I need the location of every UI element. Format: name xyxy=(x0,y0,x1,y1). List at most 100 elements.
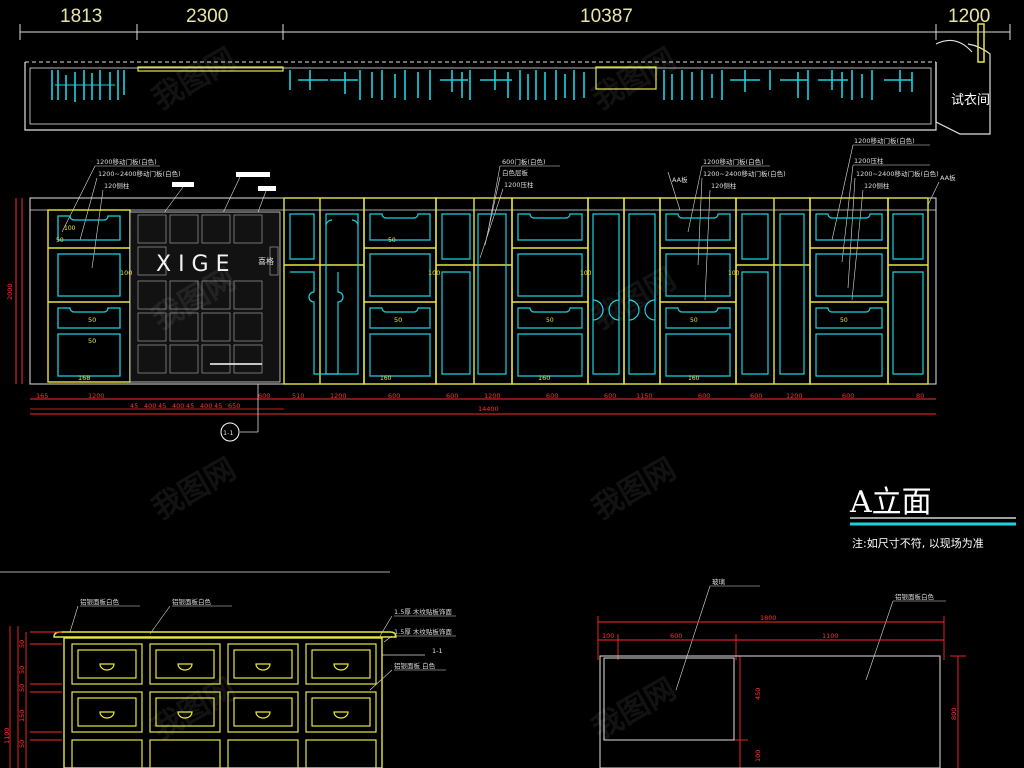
svg-text:100: 100 xyxy=(728,270,740,277)
logo-subtext: 喜格 xyxy=(258,256,274,266)
inner-dim-6: 100 xyxy=(428,269,440,277)
svg-text:50: 50 xyxy=(388,237,396,244)
bottom-dim-label: 45 xyxy=(130,402,138,410)
top-dim-1: 1813 xyxy=(60,6,102,27)
cabinet-label-5: 铝银面板 白色 xyxy=(394,661,436,670)
bottom-dim-label: 1200 xyxy=(330,392,347,400)
cab-dim-6: 50 xyxy=(18,740,26,748)
inner-dim-4: 168 xyxy=(78,374,90,382)
right-dim-2: 600 xyxy=(670,632,682,640)
inner-dim-2: 50 xyxy=(88,316,96,324)
right-total-dim: 1800 xyxy=(760,614,777,622)
cabinet-elevation: 铝银面板白色 铝银面板白色 1.5厚 木纹贴板饰面 1.5厚 木纹贴板饰面 铝银… xyxy=(3,597,456,768)
top-dim-2: 2300 xyxy=(186,6,228,27)
logo-panel: XIGE 喜格 xyxy=(129,211,281,383)
watermark: 我图网 我图网 我图网 我图网 我图网 我图网 我图网 我图网 xyxy=(147,42,682,747)
top-dim-3: 10387 xyxy=(580,6,633,27)
svg-text:50: 50 xyxy=(840,317,848,324)
svg-text:100: 100 xyxy=(64,225,76,232)
right-height-dim: 800 xyxy=(950,708,958,720)
bottom-dim-label: 1200 xyxy=(484,392,501,400)
inner-dim-1: 100 xyxy=(120,269,132,277)
bottom-dim-label: 400 xyxy=(200,402,212,410)
callout-6: 1200压柱 xyxy=(504,180,534,189)
callout-3: 120侧柱 xyxy=(104,181,130,190)
cabinet-label-2: 铝银面板白色 xyxy=(172,597,212,606)
svg-text:我图网: 我图网 xyxy=(587,672,682,747)
svg-text:我图网: 我图网 xyxy=(587,262,682,337)
cab-dim-4: 50 xyxy=(18,684,26,692)
section-marker: 1-1 xyxy=(223,429,234,437)
svg-text:50: 50 xyxy=(546,317,554,324)
bottom-dim-label: 1200 xyxy=(88,392,105,400)
callout-10: 1200移动门板(白色) xyxy=(854,136,915,145)
svg-text:100: 100 xyxy=(580,270,592,277)
bottom-dim-label: 1200 xyxy=(786,392,803,400)
bottom-dim-label: 600 xyxy=(698,392,710,400)
height-left-dim: 2000 xyxy=(6,283,14,300)
inner-dim-7: 160 xyxy=(538,374,550,382)
svg-text:160: 160 xyxy=(688,375,700,382)
bottom-dim-label: 80 xyxy=(916,392,924,400)
inner-dim-3: 50 xyxy=(88,337,96,345)
bottom-dim-label: 45 xyxy=(214,402,222,410)
bottom-dim-label: 600 xyxy=(750,392,762,400)
svg-text:我图网: 我图网 xyxy=(147,452,242,527)
room-label: 试衣间 xyxy=(951,92,990,108)
elevation-callouts: 1200移动门板(白色) 1200~2400移动门板(白色) 120侧柱 600… xyxy=(61,136,956,301)
top-dimension-strip: 1813 2300 10387 1200 xyxy=(19,6,1011,40)
callout-4: 600门板(白色) xyxy=(502,157,545,166)
cabinet-marker: 1-1 xyxy=(432,647,443,655)
svg-text:我图网: 我图网 xyxy=(147,42,242,117)
callout-11: 1200压柱 xyxy=(854,156,884,165)
svg-text:50: 50 xyxy=(56,237,64,244)
right-label-2: 铝银面板白色 xyxy=(895,592,935,601)
cab-dim-1: 1100 xyxy=(3,727,11,744)
right-low-dim: 100 xyxy=(754,750,762,762)
callout-7: 1200移动门板(白色) xyxy=(703,157,764,166)
bottom-dim-label: 600 xyxy=(604,392,616,400)
inner-dim-5: 50 xyxy=(394,316,402,324)
bottom-dim-label: 400 xyxy=(172,402,184,410)
callout-1: 1200移动门板(白色) xyxy=(96,157,157,166)
bottom-dim-label: 650 xyxy=(228,402,240,410)
callout-12: 1200~2400移动门板(白色) xyxy=(856,169,939,178)
bottom-dim-label: 600 xyxy=(258,392,270,400)
svg-text:AA板: AA板 xyxy=(672,175,688,184)
bottom-dim-label: 600 xyxy=(842,392,854,400)
bottom-dim-label: 1150 xyxy=(636,392,653,400)
right-dim-3: 1100 xyxy=(822,632,839,640)
cab-dim-5: 150 xyxy=(18,710,26,722)
bottom-total-dim: 14400 xyxy=(478,405,499,413)
cabinet-label-1: 铝银面板白色 xyxy=(80,597,120,606)
bottom-dim-label: 400 xyxy=(144,402,156,410)
bottom-dim-label: 600 xyxy=(546,392,558,400)
callout-5: 白色层板 xyxy=(502,168,529,177)
svg-text:我图网: 我图网 xyxy=(587,42,682,117)
callout-13: 120侧柱 xyxy=(864,181,890,190)
table-view: 玻璃 铝银面板白色 1800 100 600 1100 800 450 100 xyxy=(597,577,966,768)
elevation-title: A立面 xyxy=(849,485,932,520)
top-dim-4: 1200 xyxy=(948,6,990,27)
cabinet-label-3: 1.5厚 木纹贴板饰面 xyxy=(394,607,452,616)
logo-text: XIGE xyxy=(156,252,237,277)
cab-dim-3: 50 xyxy=(18,666,26,674)
right-label-1: 玻璃 xyxy=(712,577,726,586)
title-block: A立面 注:如尺寸不符, 以现场为准 xyxy=(849,485,1016,550)
bottom-dim-label: 165 xyxy=(36,392,48,400)
callout-9: 120侧柱 xyxy=(711,181,737,190)
cabinet-label-4: 1.5厚 木纹贴板饰面 xyxy=(394,627,452,636)
cab-dim-2: 50 xyxy=(18,640,26,648)
plan-view: 试衣间 xyxy=(24,23,991,135)
callout-2: 1200~2400移动门板(白色) xyxy=(98,169,181,178)
svg-text:160: 160 xyxy=(380,375,392,382)
svg-text:50: 50 xyxy=(690,317,698,324)
bottom-dim-label: 600 xyxy=(446,392,458,400)
right-dim-1: 100 xyxy=(602,632,614,640)
bottom-dim-label: 600 xyxy=(388,392,400,400)
elevation-view: 2000 XIGE 喜格 xyxy=(6,197,937,442)
callout-14: AA板 xyxy=(940,173,956,182)
svg-text:我图网: 我图网 xyxy=(587,452,682,527)
